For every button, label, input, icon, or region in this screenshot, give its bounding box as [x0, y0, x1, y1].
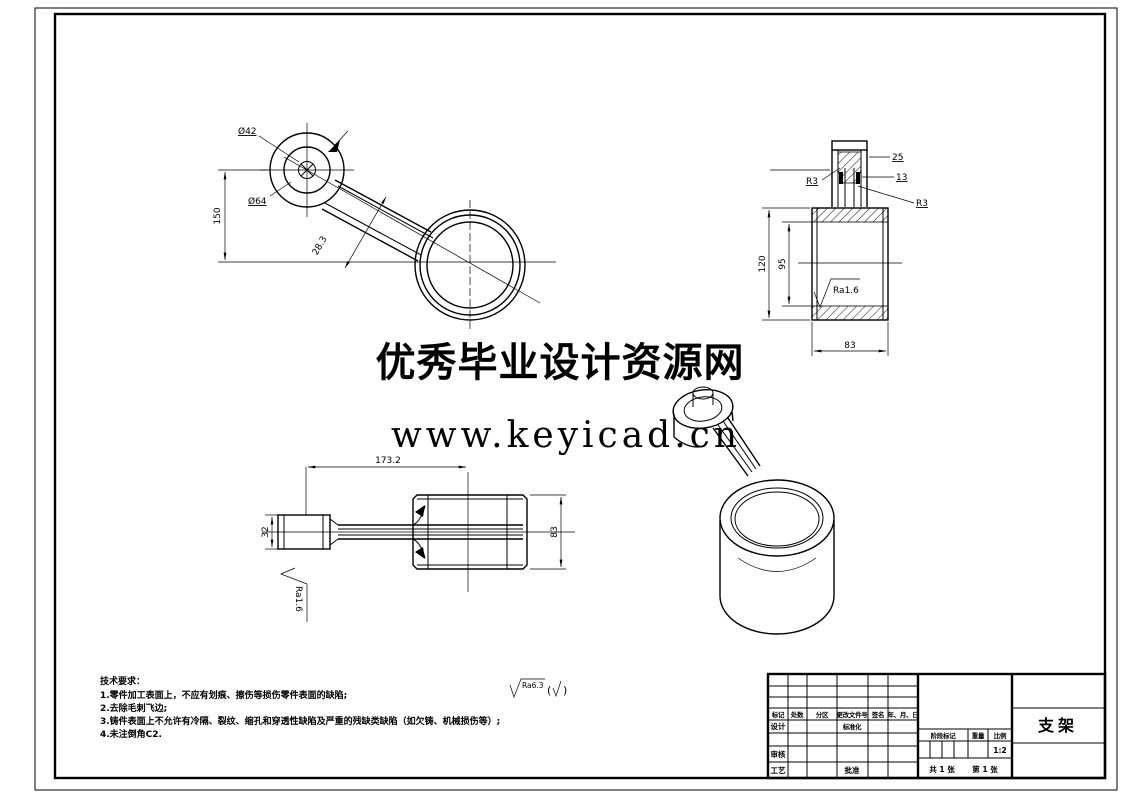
tb-scale-value: 1:2 — [993, 746, 1006, 755]
paren-open: ( — [547, 684, 551, 697]
tb-weight: 重量 — [972, 731, 985, 740]
dim-25: 25 — [869, 153, 903, 163]
dim-r3-right: R3 — [857, 185, 928, 209]
dim-120: 120 — [758, 207, 810, 321]
tech-req-item-1: 1.零件加工表面上，不应有划痕、擦伤等损伤零件表面的缺陷; — [100, 689, 347, 701]
dim-radius-r3-right: R3 — [916, 199, 928, 209]
tech-req-item-2: 2.去除毛刺飞边; — [100, 702, 167, 714]
watermark-site-name: 优秀毕业设计资源网 — [376, 339, 745, 386]
tb-col-count: 处数 — [790, 710, 804, 719]
tech-req-item-3: 3.铸件表面上不允许有冷隔、裂纹、缩孔和穿透性缺陷及严重的残缺类缺陷（如欠铸、机… — [100, 715, 500, 727]
tb-row-approve: 批准 — [845, 765, 860, 775]
tb-col-doc-no: 更改文件号 — [836, 710, 868, 719]
tech-req-item-4: 4.未注倒角C2. — [100, 728, 162, 740]
dim-arm-width: 28.3 — [311, 196, 387, 269]
dim-dia-64: Ø64 — [248, 196, 267, 207]
tb-col-sign: 签名 — [871, 710, 884, 719]
tb-sheet-count: 共 1 张 — [929, 764, 955, 774]
tech-req-title: 技术要求： — [100, 675, 145, 687]
title-block: 标记 处数 分区 更改文件号 签名 年、月、日 设计 标准化 审核 工艺 批准 … — [766, 672, 1107, 780]
roughness-ra16-section: Ra1.6 — [813, 278, 860, 308]
paren-close: ) — [563, 684, 567, 697]
tb-row-check: 审核 — [771, 749, 786, 759]
tb-row-design: 设计 — [771, 721, 786, 731]
dim-13: 13 — [862, 173, 907, 183]
dim-r3-left: R3 — [806, 167, 841, 187]
tb-col-zone: 分区 — [816, 710, 829, 719]
roughness-label: Ra1.6 — [833, 286, 859, 296]
side-view: 173.2 32 83 Ra1.6 — [261, 456, 575, 622]
dim-width-25: 25 — [892, 153, 903, 163]
dim-83-right: 83 — [530, 494, 566, 570]
dim-83-bottom: 83 — [811, 322, 889, 356]
section-view: 25 13 R3 R3 120 95 8 — [758, 140, 928, 356]
dim-dia42: Ø42 — [238, 126, 300, 163]
dim-95: 95 — [778, 221, 812, 307]
isometric-view — [672, 386, 835, 635]
default-roughness-note: Ra6.3 ( ) — [509, 678, 567, 699]
roughness-label: Ra1.6 — [293, 586, 303, 612]
tb-col-date: 年、月、日 — [887, 710, 918, 719]
dim-173-2: 173.2 — [305, 456, 467, 515]
dim-width-13: 13 — [896, 173, 907, 183]
dim-arm-width-28-3: 28.3 — [311, 235, 330, 257]
watermark-url: www.keyicad.cn — [391, 415, 741, 456]
dim-height-95: 95 — [778, 258, 788, 269]
dim-width-83: 83 — [844, 341, 855, 351]
tb-row-process: 工艺 — [771, 765, 786, 775]
dim-height-150: 150 — [213, 207, 223, 224]
tb-col-mark: 标记 — [771, 710, 785, 719]
front-view: 150 Ø42 Ø64 28.3 — [213, 123, 556, 330]
dim-32: 32 — [261, 514, 280, 550]
roughness-ra16-side: Ra1.6 — [280, 567, 308, 622]
tb-sheet-no: 第 1 张 — [972, 764, 998, 774]
tb-row-standard: 标准化 — [842, 722, 862, 731]
tb-scale-label: 比例 — [994, 731, 1007, 740]
dim-150: 150 — [213, 169, 556, 263]
direction-arrow — [328, 140, 340, 152]
default-roughness-value: Ra6.3 — [522, 681, 544, 690]
dim-height-120: 120 — [758, 255, 768, 272]
dim-length-173-2: 173.2 — [375, 456, 401, 466]
dim-radius-r3-left: R3 — [806, 177, 818, 187]
dim-dia-83: 83 — [550, 526, 560, 537]
dim-dia-42: Ø42 — [238, 126, 257, 137]
technical-requirements: 技术要求： 1.零件加工表面上，不应有划痕、擦伤等损伤零件表面的缺陷; 2.去除… — [100, 675, 500, 740]
dim-dia64: Ø64 — [248, 181, 292, 207]
sheet-border — [34, 7, 1118, 791]
tb-stage-mark: 阶段标记 — [931, 731, 957, 740]
watermark: 优秀毕业设计资源网 www.keyicad.cn — [376, 339, 745, 456]
dim-boss-32: 32 — [261, 526, 271, 537]
part-name: 支架 — [1037, 716, 1078, 735]
